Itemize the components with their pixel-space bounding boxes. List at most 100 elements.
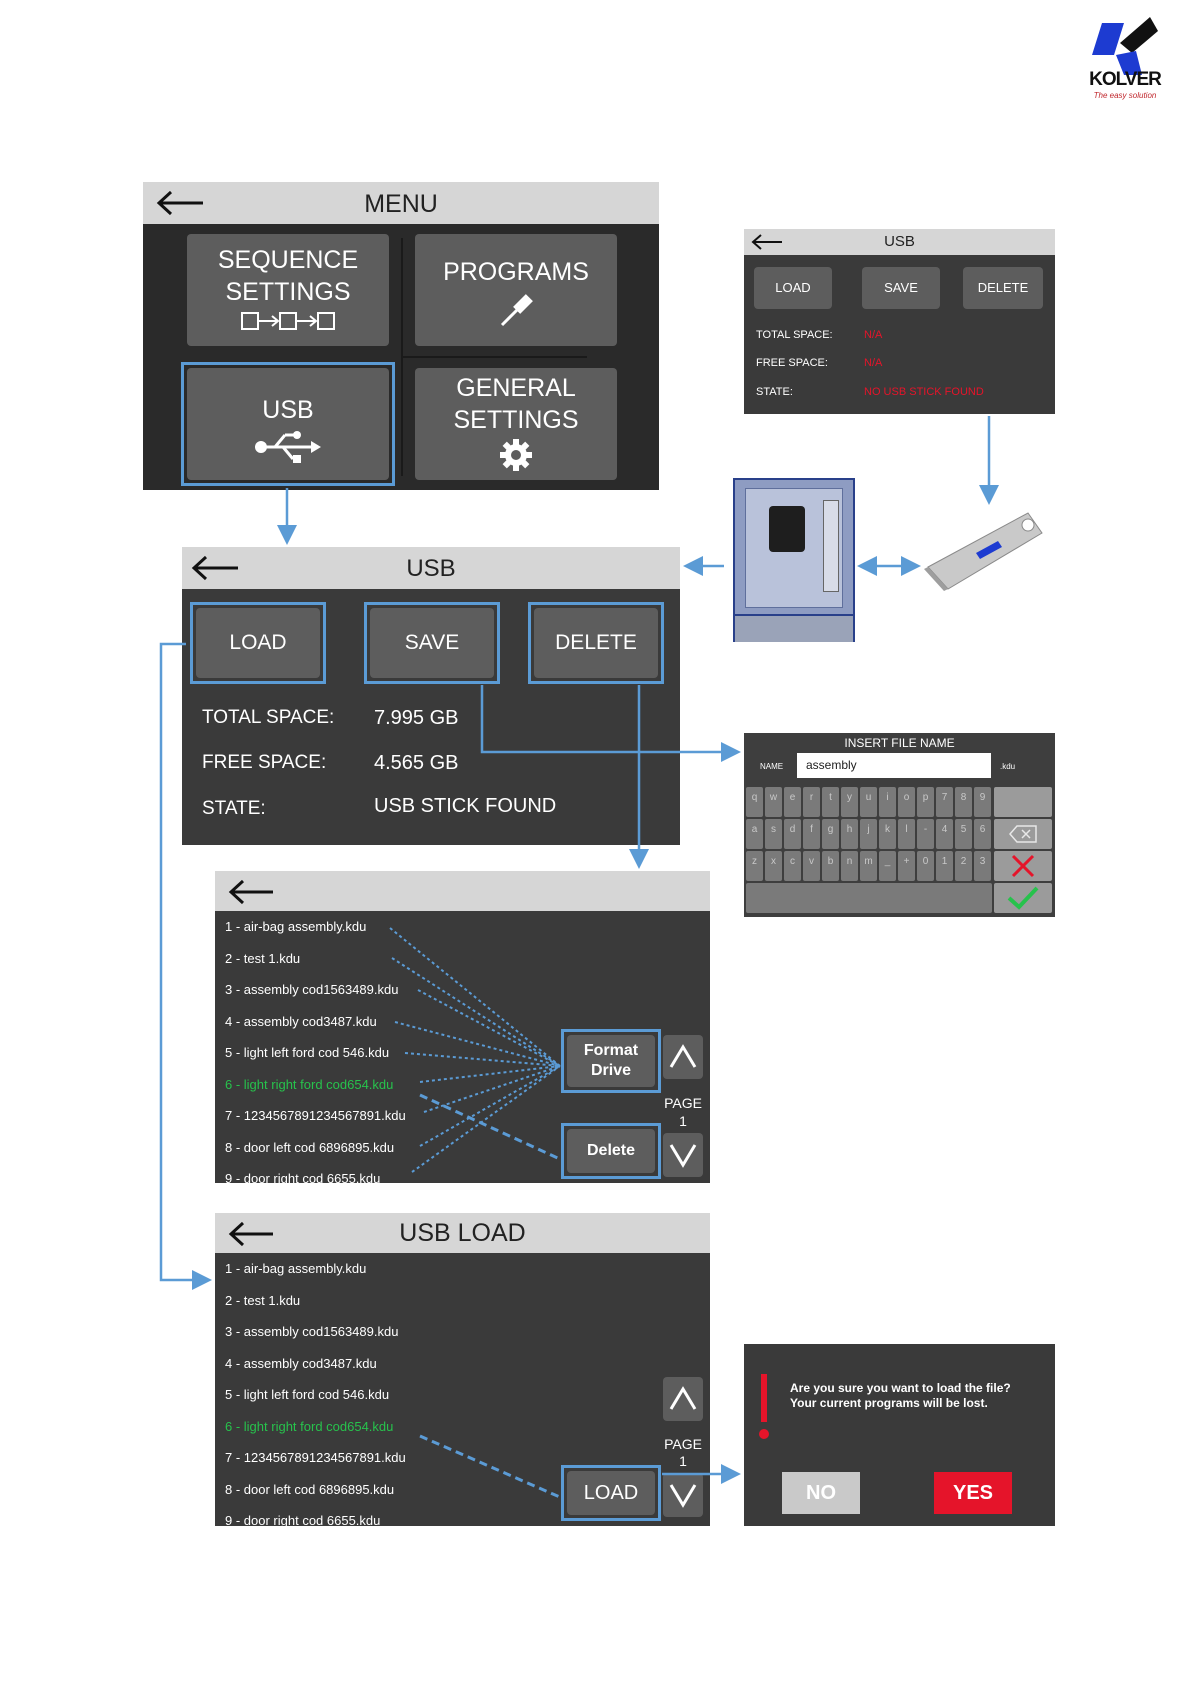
keyboard-key[interactable]: 5 xyxy=(955,819,972,849)
keyboard-key[interactable]: e xyxy=(784,787,801,817)
back-arrow-icon[interactable] xyxy=(190,553,242,583)
file-list-item[interactable]: 5 - light left ford cod 546.kdu xyxy=(225,1387,390,1402)
keyboard-key[interactable]: k xyxy=(879,819,896,849)
file-list-item[interactable]: 1 - air-bag assembly.kdu xyxy=(225,1261,367,1276)
file-list-item[interactable]: 7 - 1234567891234567891.kdu xyxy=(225,1108,406,1123)
spacebar-key[interactable] xyxy=(746,883,992,913)
keyboard-key[interactable]: y xyxy=(841,787,858,817)
keyboard-key[interactable]: b xyxy=(822,851,839,881)
keyboard-key[interactable]: s xyxy=(765,819,782,849)
page-down-button[interactable] xyxy=(663,1473,703,1517)
keyboard-key[interactable]: 2 xyxy=(955,851,972,881)
page-down-button[interactable] xyxy=(663,1133,703,1177)
delete-file-button[interactable]: Delete xyxy=(567,1129,655,1173)
keyboard-key[interactable]: p xyxy=(917,787,934,817)
file-list-item[interactable]: 3 - assembly cod1563489.kdu xyxy=(225,1324,399,1339)
keyboard-key[interactable]: 4 xyxy=(936,819,953,849)
keyboard-key[interactable]: a xyxy=(746,819,763,849)
keyboard-key[interactable]: h xyxy=(841,819,858,849)
keyboard-key[interactable]: t xyxy=(822,787,839,817)
backspace-icon xyxy=(1009,825,1037,843)
keyboard-key[interactable]: j xyxy=(860,819,877,849)
file-list-item[interactable]: 4 - assembly cod3487.kdu xyxy=(225,1355,377,1371)
file-name-value: assembly xyxy=(806,758,857,772)
usb-no-stick-save-button[interactable]: SAVE xyxy=(862,267,940,309)
usb-no-stick-load-button[interactable]: LOAD xyxy=(754,267,832,309)
file-list-item[interactable]: 7 - 1234567891234567891.kdu xyxy=(225,1450,406,1465)
usb-load-button[interactable]: LOAD xyxy=(196,608,320,678)
usb-load-title: USB LOAD xyxy=(399,1219,526,1247)
keyboard-key[interactable]: r xyxy=(803,787,820,817)
usb-delete-button[interactable]: DELETE xyxy=(534,608,658,678)
file-list-item[interactable]: 6 - light right ford cod654.kdu xyxy=(225,1076,394,1092)
keyboard-key[interactable]: c xyxy=(784,851,801,881)
cancel-key[interactable] xyxy=(994,851,1052,881)
keyboard-key[interactable]: 6 xyxy=(974,819,991,849)
usb-total-value: 7.995 GB xyxy=(374,707,459,729)
keyboard-key[interactable]: v xyxy=(803,851,820,881)
back-arrow-icon[interactable] xyxy=(750,232,784,252)
usb-no-stick-delete-button[interactable]: DELETE xyxy=(963,267,1043,309)
sequence-settings-button[interactable]: SEQUENCE SETTINGS xyxy=(187,234,389,346)
usb-delete-highlight xyxy=(528,602,664,684)
file-list-item[interactable]: 9 - door right cod 6655.kdu xyxy=(225,1171,381,1186)
keyboard-key[interactable]: 8 xyxy=(955,787,972,817)
general-settings-button[interactable]: GENERAL SETTINGS xyxy=(415,368,617,480)
confirm-yes-button[interactable]: YES xyxy=(934,1472,1012,1514)
keyboard-key[interactable]: u xyxy=(860,787,877,817)
back-arrow-icon[interactable] xyxy=(155,188,207,218)
format-drive-button[interactable]: Format Drive xyxy=(567,1035,655,1087)
confirm-no-button[interactable]: NO xyxy=(782,1472,860,1514)
usb-menu-button[interactable]: USB xyxy=(187,368,389,480)
close-icon xyxy=(1011,854,1035,878)
usb-main-title: USB xyxy=(406,555,456,582)
keyboard-key[interactable]: - xyxy=(917,819,934,849)
confirm-key[interactable] xyxy=(994,883,1052,913)
keyboard-key[interactable]: i xyxy=(879,787,896,817)
keyboard-key[interactable]: 9 xyxy=(974,787,991,817)
file-list-item[interactable]: 8 - door left cod 6896895.kdu xyxy=(225,1481,395,1497)
page-up-button[interactable] xyxy=(663,1377,703,1421)
file-list-item[interactable]: 2 - test 1.kdu xyxy=(225,950,301,966)
file-list-item[interactable]: 2 - test 1.kdu xyxy=(225,1292,301,1308)
back-arrow-icon[interactable] xyxy=(227,1219,277,1249)
file-list-item[interactable]: 6 - light right ford cod654.kdu xyxy=(225,1418,394,1434)
keyboard-key[interactable]: f xyxy=(803,819,820,849)
load-file-button[interactable]: LOAD xyxy=(567,1471,655,1515)
usb-save-button[interactable]: SAVE xyxy=(370,608,494,678)
usb-main-titlebar: USB xyxy=(182,547,680,589)
page-up-button[interactable] xyxy=(663,1035,703,1079)
keyboard-key[interactable]: _ xyxy=(879,851,896,881)
keyboard-key[interactable]: 7 xyxy=(936,787,953,817)
keyboard-key[interactable]: 1 xyxy=(936,851,953,881)
file-list-item[interactable]: 8 - door left cod 6896895.kdu xyxy=(225,1139,395,1155)
keyboard-key[interactable]: d xyxy=(784,819,801,849)
keyboard-key[interactable]: x xyxy=(765,851,782,881)
file-list-item[interactable]: 3 - assembly cod1563489.kdu xyxy=(225,982,399,997)
keyboard-key[interactable]: n xyxy=(841,851,858,881)
keyboard-key[interactable]: q xyxy=(746,787,763,817)
insert-file-name-label: NAME xyxy=(760,762,784,771)
keyboard-key[interactable]: 0 xyxy=(917,851,934,881)
file-list-item[interactable]: 4 - assembly cod3487.kdu xyxy=(225,1013,377,1029)
usb-state-value: USB STICK FOUND xyxy=(374,795,557,817)
back-arrow-icon[interactable] xyxy=(227,877,277,907)
connector-column xyxy=(823,500,839,592)
keyboard-key[interactable]: 3 xyxy=(974,851,991,881)
keyboard-key[interactable]: m xyxy=(860,851,877,881)
kolver-logo: KOLVER The easy solution xyxy=(1080,15,1170,105)
keyboard-key[interactable]: g xyxy=(822,819,839,849)
page-number: 1 xyxy=(679,1453,687,1469)
programs-button[interactable]: PROGRAMS xyxy=(415,234,617,346)
file-list-item[interactable]: 5 - light left ford cod 546.kdu xyxy=(225,1045,390,1060)
file-list-item[interactable]: 9 - door right cod 6655.kdu xyxy=(225,1513,381,1528)
keyboard-key[interactable]: z xyxy=(746,851,763,881)
backspace-key[interactable] xyxy=(994,819,1052,849)
keyboard-key[interactable]: w xyxy=(765,787,782,817)
file-name-input[interactable]: assembly xyxy=(797,753,991,778)
file-list-item[interactable]: 1 - air-bag assembly.kdu xyxy=(225,919,367,934)
keyboard-key[interactable]: + xyxy=(898,851,915,881)
keyboard-key[interactable]: l xyxy=(898,819,915,849)
keyboard-key[interactable]: o xyxy=(898,787,915,817)
menu-divider-h xyxy=(401,356,587,358)
